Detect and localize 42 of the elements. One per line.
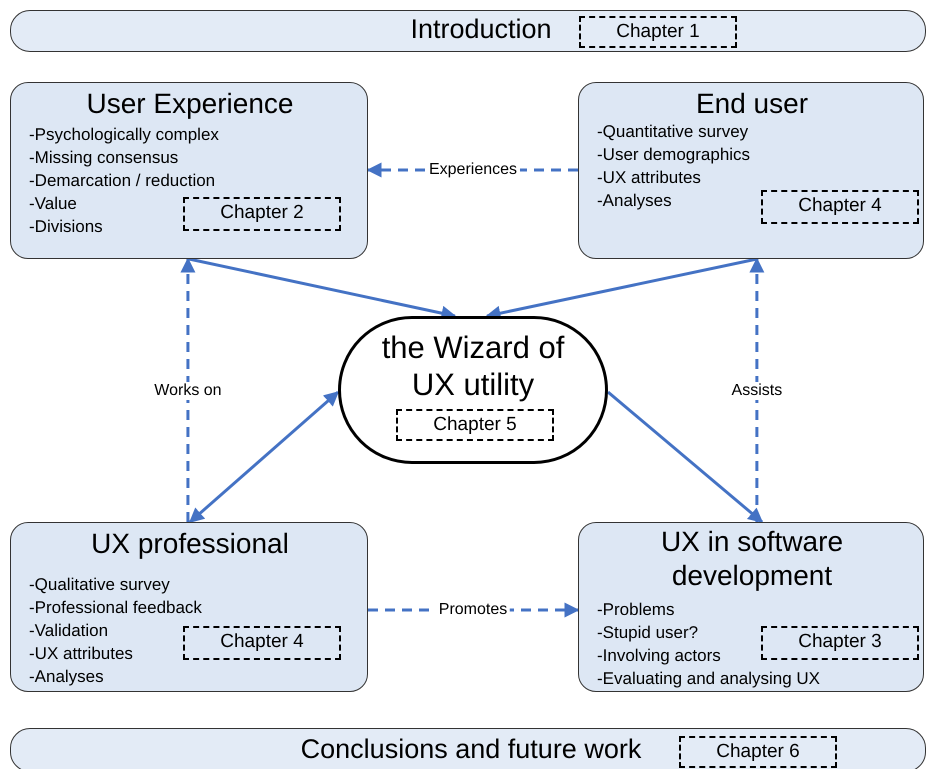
chapter-tag: Chapter 1 [579, 16, 737, 48]
box-heading: End user [694, 87, 810, 121]
box-heading: User Experience [86, 87, 294, 121]
bullet-item: -Professional feedback [29, 597, 202, 619]
bullet-item: -Evaluating and analysing UX [597, 668, 820, 690]
chapter-tag: Chapter 6 [679, 736, 837, 768]
box-heading: Introduction [409, 13, 553, 46]
chapter-tag: Chapter 4 [183, 626, 341, 660]
arrow [188, 390, 340, 524]
bullet-item: -Quantitative survey [597, 121, 748, 143]
bullet-item: -Analyses [29, 666, 104, 688]
section-band [10, 728, 926, 769]
chapter-tag: Chapter 3 [761, 626, 919, 660]
topic-box [10, 82, 368, 259]
bullet-item: -Problems [597, 599, 674, 621]
box-heading: UX in software development [660, 525, 844, 592]
box-heading: UX professional [90, 527, 290, 561]
bullet-item: -Validation [29, 620, 108, 642]
bullet-item: -Involving actors [597, 645, 721, 667]
bullet-item: -Demarcation / reduction [29, 170, 216, 192]
bullet-item: -Psychologically complex [29, 124, 219, 146]
bullet-item: -User demographics [597, 144, 750, 166]
topic-box [578, 82, 924, 259]
arrow [180, 258, 196, 522]
topic-box [578, 522, 924, 692]
chapter-tag: Chapter 2 [183, 197, 341, 231]
box-heading: the Wizard of UX utility [380, 329, 566, 404]
box-heading: Conclusions and future work [300, 733, 642, 766]
arrow [749, 258, 764, 522]
chapter-tag: Chapter 5 [396, 409, 554, 441]
bullet-item: -Missing consensus [29, 147, 178, 169]
bullet-item: -Stupid user? [597, 622, 698, 644]
bullet-item: -UX attributes [29, 643, 133, 665]
chapter-tag: Chapter 4 [761, 190, 919, 224]
bullet-item: -UX attributes [597, 167, 701, 189]
bullet-item: -Value [29, 193, 77, 215]
section-band [10, 10, 926, 52]
topic-box [10, 522, 368, 692]
arrow [607, 390, 764, 524]
bullet-item: -Analyses [597, 190, 672, 212]
bullet-item: -Qualitative survey [29, 574, 170, 596]
bullet-item: -Divisions [29, 216, 103, 238]
